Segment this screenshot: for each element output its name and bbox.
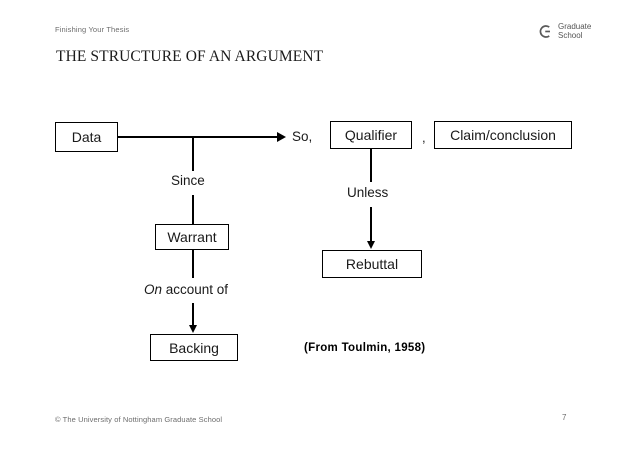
box-claim-conclusion-label: Claim/conclusion xyxy=(450,127,556,143)
connector-warrant-to-on-account-of xyxy=(192,250,194,278)
box-backing-label: Backing xyxy=(169,339,219,356)
header-section-label: Finishing Your Thesis xyxy=(55,25,130,34)
box-rebuttal: Rebuttal xyxy=(322,250,422,278)
separator-comma: , xyxy=(422,130,426,145)
footer-page-number: 7 xyxy=(562,413,567,422)
edge-label-on-italic: On xyxy=(144,282,163,297)
box-rebuttal-label: Rebuttal xyxy=(345,256,399,272)
box-backing: Backing xyxy=(150,334,238,361)
graduate-school-logo: Graduate School xyxy=(537,22,591,40)
connector-qualifier-to-unless xyxy=(370,149,372,182)
box-qualifier: Qualifier xyxy=(330,121,412,149)
edge-label-unless: Unless xyxy=(347,185,389,200)
box-warrant: Warrant xyxy=(155,224,229,250)
edge-label-since: Since xyxy=(171,173,205,188)
connector-unless-to-rebuttal xyxy=(370,207,372,243)
connector-on-account-of-to-backing xyxy=(192,303,194,327)
graduate-school-g-mark xyxy=(539,24,550,38)
box-qualifier-label: Qualifier xyxy=(344,127,398,143)
box-data-label: Data xyxy=(71,129,102,145)
edge-label-since-text: Since xyxy=(171,173,205,188)
page-title: THE STRUCTURE OF AN ARGUMENT xyxy=(56,48,324,65)
edge-label-on-account-of: On account of xyxy=(144,282,228,297)
logo-line-1: Graduate xyxy=(558,22,592,31)
edge-label-so: So, xyxy=(292,129,313,144)
connector-data-to-qualifier xyxy=(118,136,278,138)
connector-trunk-to-since xyxy=(192,137,194,171)
arrowhead-to-rebuttal xyxy=(366,241,375,249)
logo-wordmark: Graduate School xyxy=(558,22,591,40)
footer-copyright: © The University of Nottingham Graduate … xyxy=(55,415,223,424)
box-data: Data xyxy=(55,122,118,152)
arrowhead-to-backing xyxy=(188,325,197,333)
box-warrant-label: Warrant xyxy=(167,229,217,245)
logo-line-2: School xyxy=(558,31,583,40)
edge-label-account-of: account of xyxy=(162,282,229,297)
arrowhead-data-to-qualifier xyxy=(277,132,286,142)
source-citation: (From Toulmin, 1958) xyxy=(304,342,426,354)
box-claim-conclusion: Claim/conclusion xyxy=(434,121,572,149)
connector-since-to-warrant xyxy=(192,195,194,224)
